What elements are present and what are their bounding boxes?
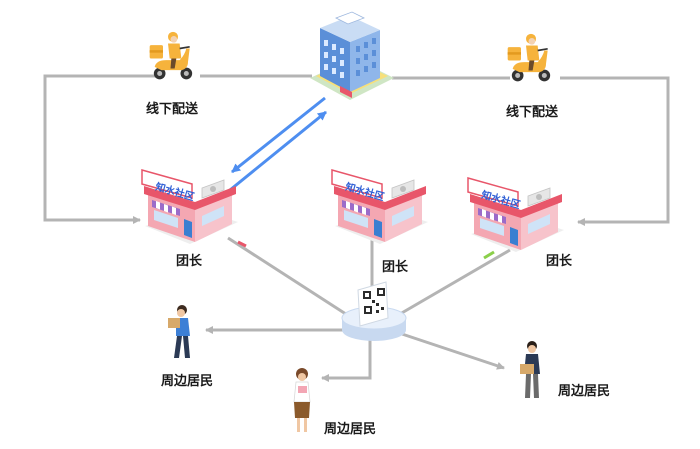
person-carrying-box-icon xyxy=(293,368,311,432)
label-leader-center: 团长 xyxy=(382,259,409,274)
delivery-route-left xyxy=(43,74,312,224)
bidirectional-arrows xyxy=(229,96,327,192)
delivery-scooter-icon xyxy=(506,32,552,83)
delivery-route-right xyxy=(392,76,670,226)
label-resident-right: 周边居民 xyxy=(558,383,611,398)
label-delivery-left: 线下配送 xyxy=(146,101,199,116)
qr-code-icon xyxy=(341,281,407,341)
label-leader-right: 团长 xyxy=(546,253,573,268)
office-building-icon xyxy=(310,11,394,100)
delivery-scooter-icon xyxy=(148,30,194,81)
person-carrying-box-icon xyxy=(520,341,540,398)
hub-to-resident-lines xyxy=(205,326,505,382)
label-leader-left: 团长 xyxy=(176,253,203,268)
label-resident-left: 周边居民 xyxy=(161,373,214,388)
label-resident-bottom: 周边居民 xyxy=(324,421,377,436)
person-carrying-box-icon xyxy=(168,305,190,358)
label-delivery-right: 线下配送 xyxy=(506,104,559,119)
